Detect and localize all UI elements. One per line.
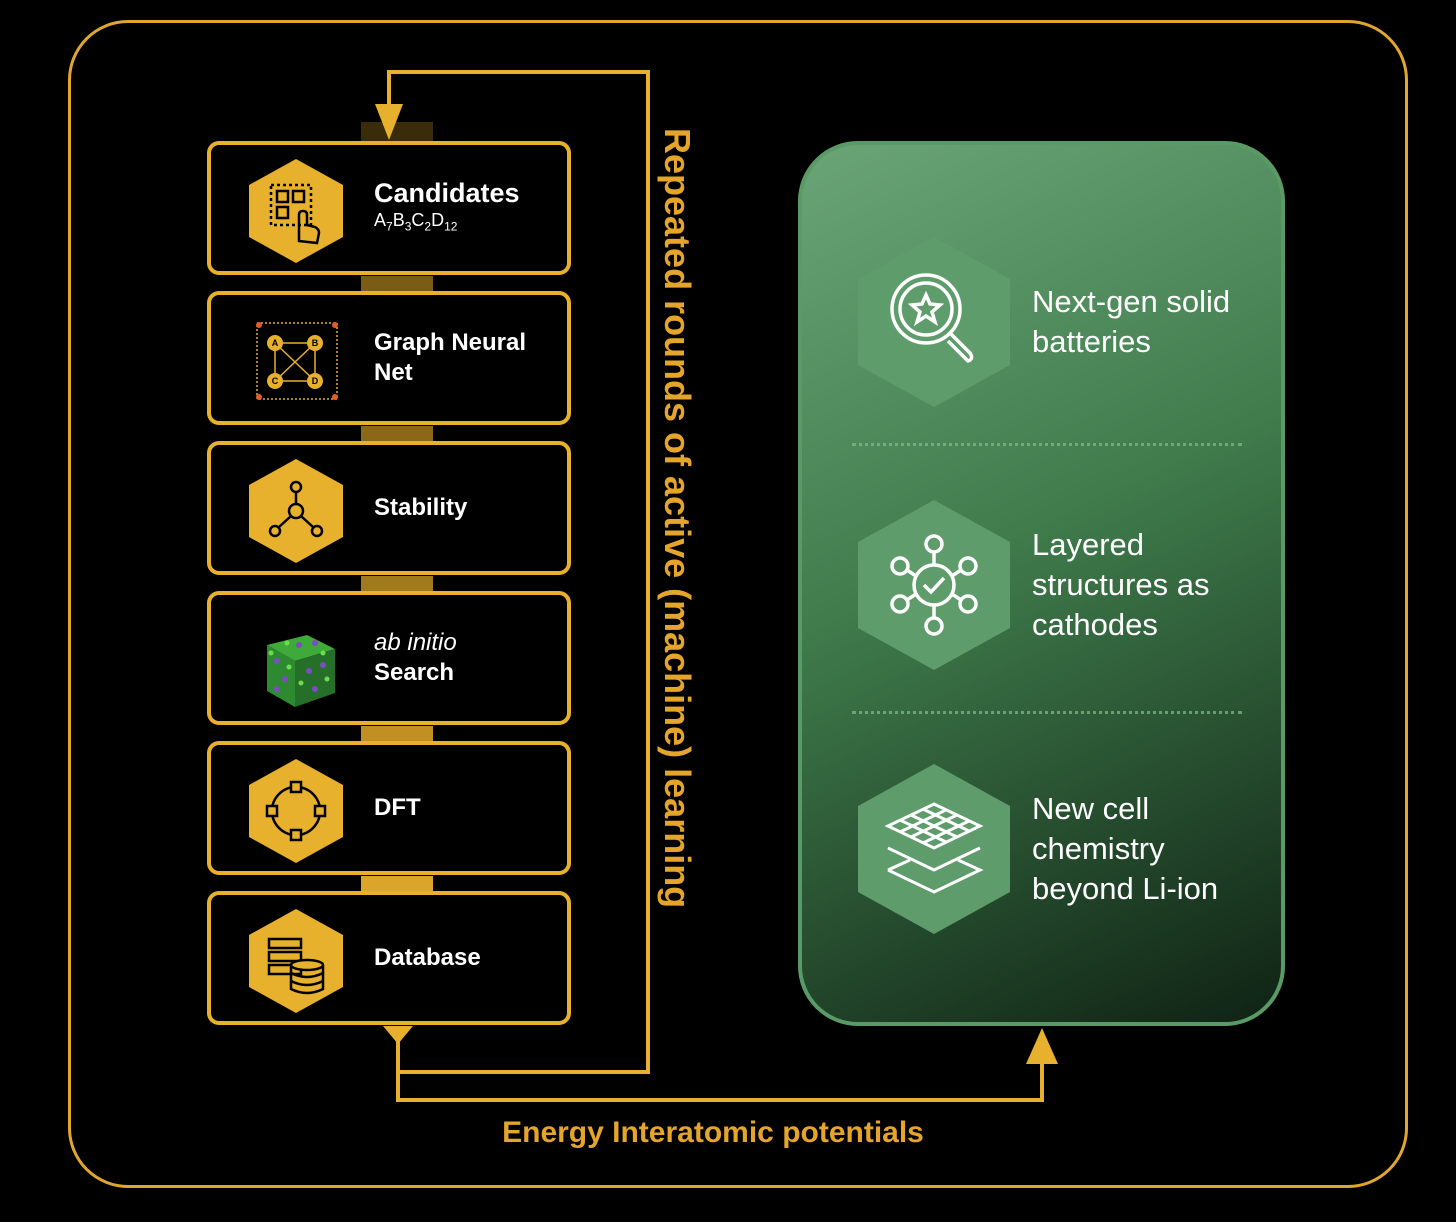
divider-2 xyxy=(852,711,1242,714)
step-candidates: Candidates A7B3C2D12 xyxy=(207,141,571,275)
chemical-formula: A7B3C2D12 xyxy=(374,209,458,234)
step-title: Stability xyxy=(374,494,468,521)
outcome-layered-cathodes: Layered structures as cathodes xyxy=(858,500,1278,670)
magnifier-star-icon xyxy=(858,237,1010,407)
step-title: DFT xyxy=(374,794,421,821)
outcome-line2: batteries xyxy=(1032,324,1151,359)
step-title: Search xyxy=(374,659,455,686)
divider-1 xyxy=(852,443,1242,446)
outcome-line1: Next-gen solid xyxy=(1032,284,1231,319)
outer-frame xyxy=(68,20,1408,1188)
output-arrowhead xyxy=(1026,1028,1058,1064)
connector-1 xyxy=(361,276,433,292)
connector-2 xyxy=(361,426,433,442)
outcome-line3: cathodes xyxy=(1032,607,1158,642)
output-label: Energy Interatomic potentials xyxy=(502,1116,924,1149)
step-stability: Stability xyxy=(207,441,571,575)
loop-arrowhead xyxy=(375,104,403,140)
node-label-a: A xyxy=(272,338,279,348)
connector-4 xyxy=(361,726,433,742)
node-label-d: D xyxy=(312,376,319,386)
select-grid-hand-icon xyxy=(249,159,343,263)
molecule-icon xyxy=(249,459,343,563)
node-label-b: B xyxy=(312,338,319,348)
outcome-line1: Layered xyxy=(1032,527,1145,562)
step-title: Candidates xyxy=(374,177,520,208)
cycle-nodes-icon xyxy=(249,759,343,863)
graph-network-abcd-icon: A B C D xyxy=(256,322,338,400)
connector-top xyxy=(361,122,433,142)
loop-label: Repeated rounds of active (machine) lear… xyxy=(657,128,698,909)
connector-3 xyxy=(361,576,433,592)
outcome-line2: chemistry xyxy=(1032,831,1165,866)
step-title-line2: Net xyxy=(374,359,413,386)
outcome-line1: New cell xyxy=(1032,791,1150,826)
outcomes-panel: Next-gen solid batteries Layered structu… xyxy=(798,141,1285,1026)
feedback-loop-line xyxy=(387,70,650,1074)
outcome-line2: structures as xyxy=(1032,567,1210,602)
step-title-line1: Graph Neural xyxy=(374,329,527,356)
step-graph-neural-net: A B C D Graph Neural Net xyxy=(207,291,571,425)
step-database: Database xyxy=(207,891,571,1025)
outcome-new-chemistry: New cell chemistry beyond Li-ion xyxy=(858,764,1278,934)
step-title-italic: ab initio xyxy=(374,629,457,656)
server-database-icon xyxy=(249,909,343,1013)
node-label-c: C xyxy=(272,376,279,386)
step-dft: DFT xyxy=(207,741,571,875)
step-title: Database xyxy=(374,944,481,971)
network-check-icon xyxy=(858,500,1010,670)
outcome-solid-batteries: Next-gen solid batteries xyxy=(858,237,1278,407)
layers-grid-icon xyxy=(858,764,1010,934)
database-output-notch xyxy=(383,1026,413,1044)
outcome-line3: beyond Li-ion xyxy=(1032,871,1219,906)
output-line xyxy=(396,1055,1044,1102)
step-ab-initio-search: ab initio Search xyxy=(207,591,571,725)
connector-5 xyxy=(361,876,433,892)
crystal-lattice-icon xyxy=(267,635,335,707)
